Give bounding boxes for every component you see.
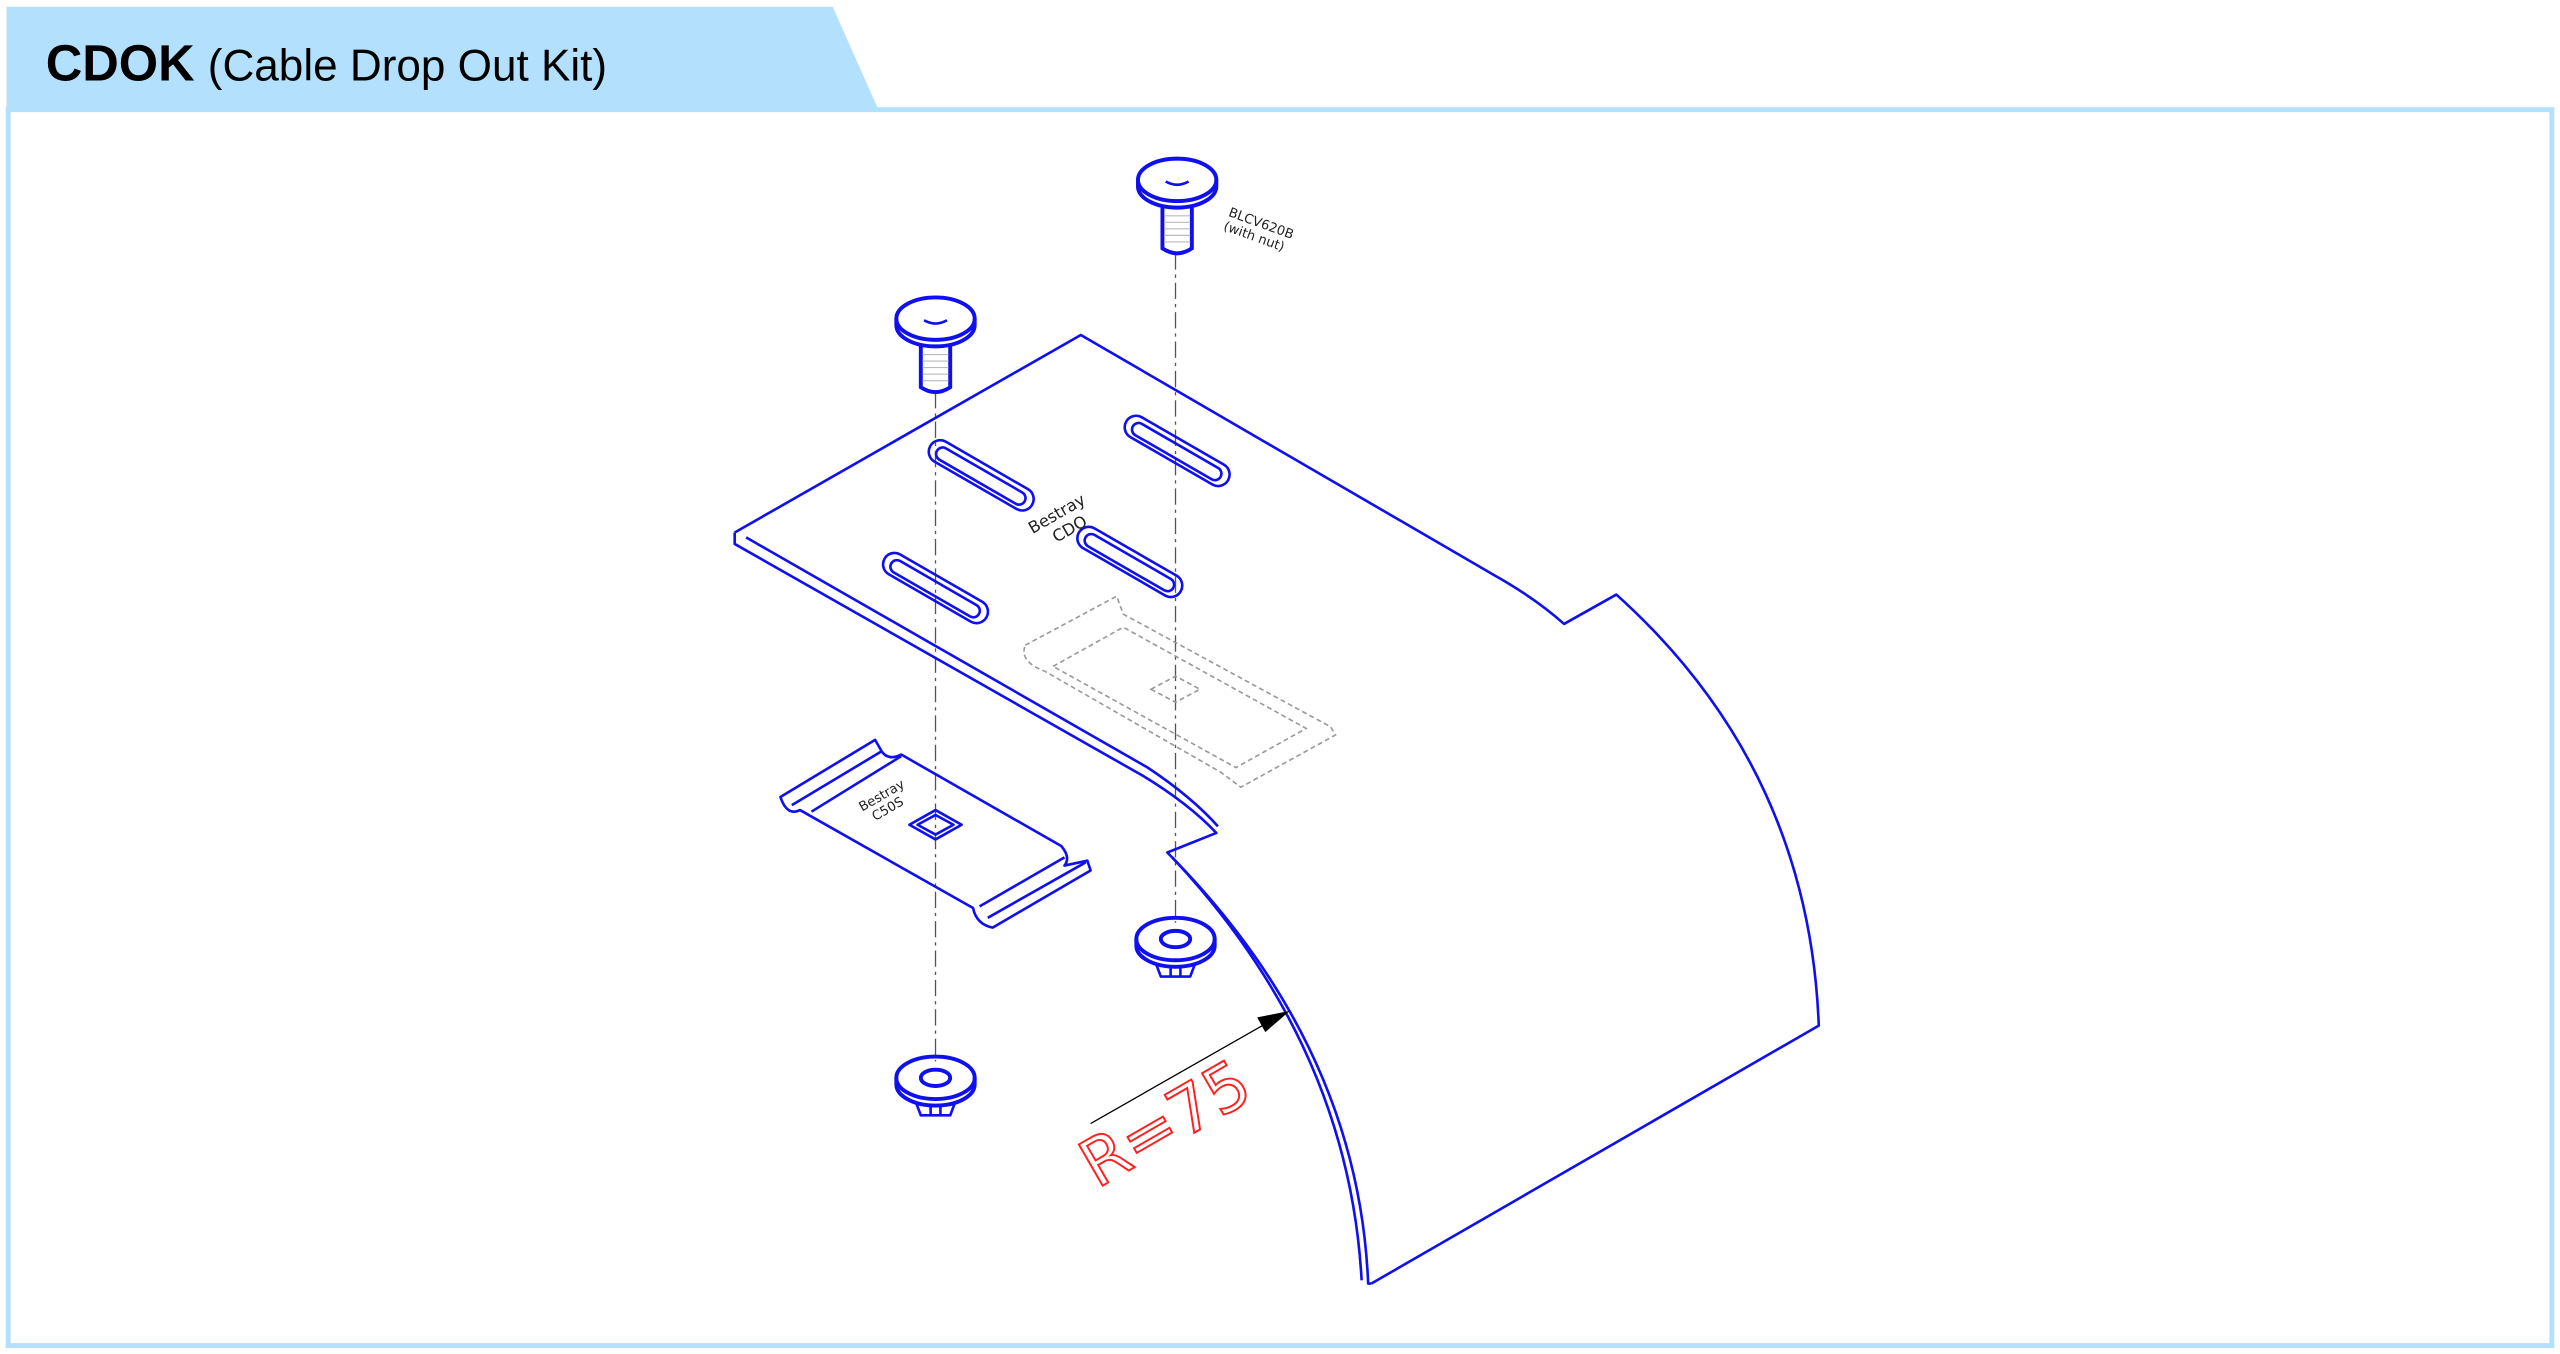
product-description: (Cable Drop Out Kit) [208,41,607,90]
svg-text:CDOK(Cable Drop Out Kit): CDOK (Cable Drop Out Kit) [46,34,607,91]
tray-slot [1071,521,1188,603]
header-tab [6,6,879,110]
hidden-clip [1023,595,1337,789]
bolt-right [1136,156,1219,256]
bolt-left [894,295,977,395]
drop-out-tray: Bestray CDO [733,333,1821,1285]
tray-slot [1119,410,1236,492]
tray-slot [923,434,1040,516]
product-code: CDOK [46,34,195,91]
drawing-frame [5,107,2555,1349]
radius-label: R=75 [1067,1045,1264,1202]
nut-left [894,1054,977,1118]
radius-dimension: R=75 [1066,1010,1290,1204]
nut-right [1134,915,1217,979]
